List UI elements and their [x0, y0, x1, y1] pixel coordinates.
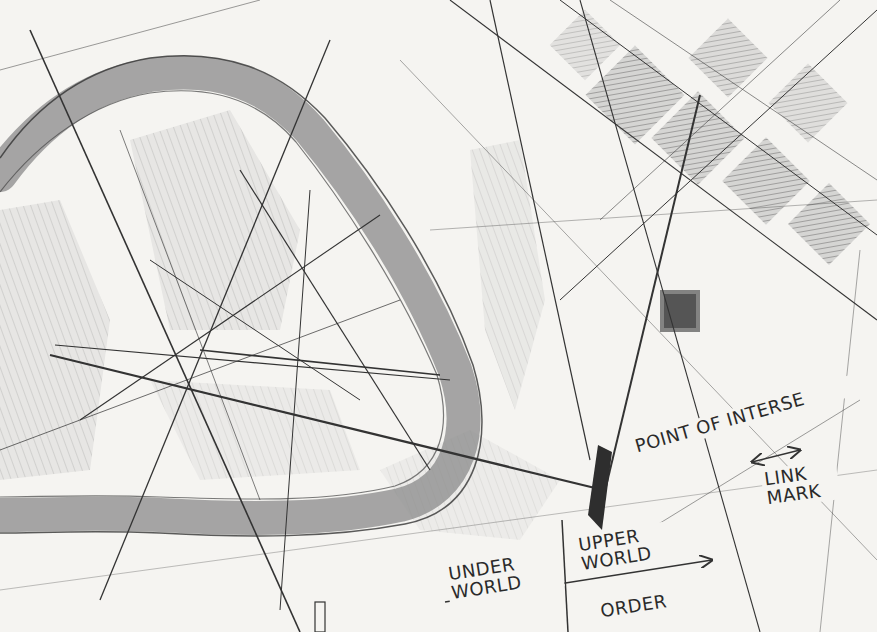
shading	[0, 110, 560, 540]
intersection-mark	[588, 445, 612, 530]
hatched-squares	[550, 10, 870, 332]
annotation-text: ORDER	[596, 587, 694, 623]
loop-band	[0, 56, 482, 536]
annotation-text: UPPER WORLD	[574, 518, 695, 575]
annotation-text: UNDER WORLD	[444, 547, 565, 604]
annotation-text: POINT OF INTERSE	[630, 373, 863, 458]
annotation-marks	[315, 450, 800, 632]
annotation-text: LINK MARK	[760, 459, 841, 509]
